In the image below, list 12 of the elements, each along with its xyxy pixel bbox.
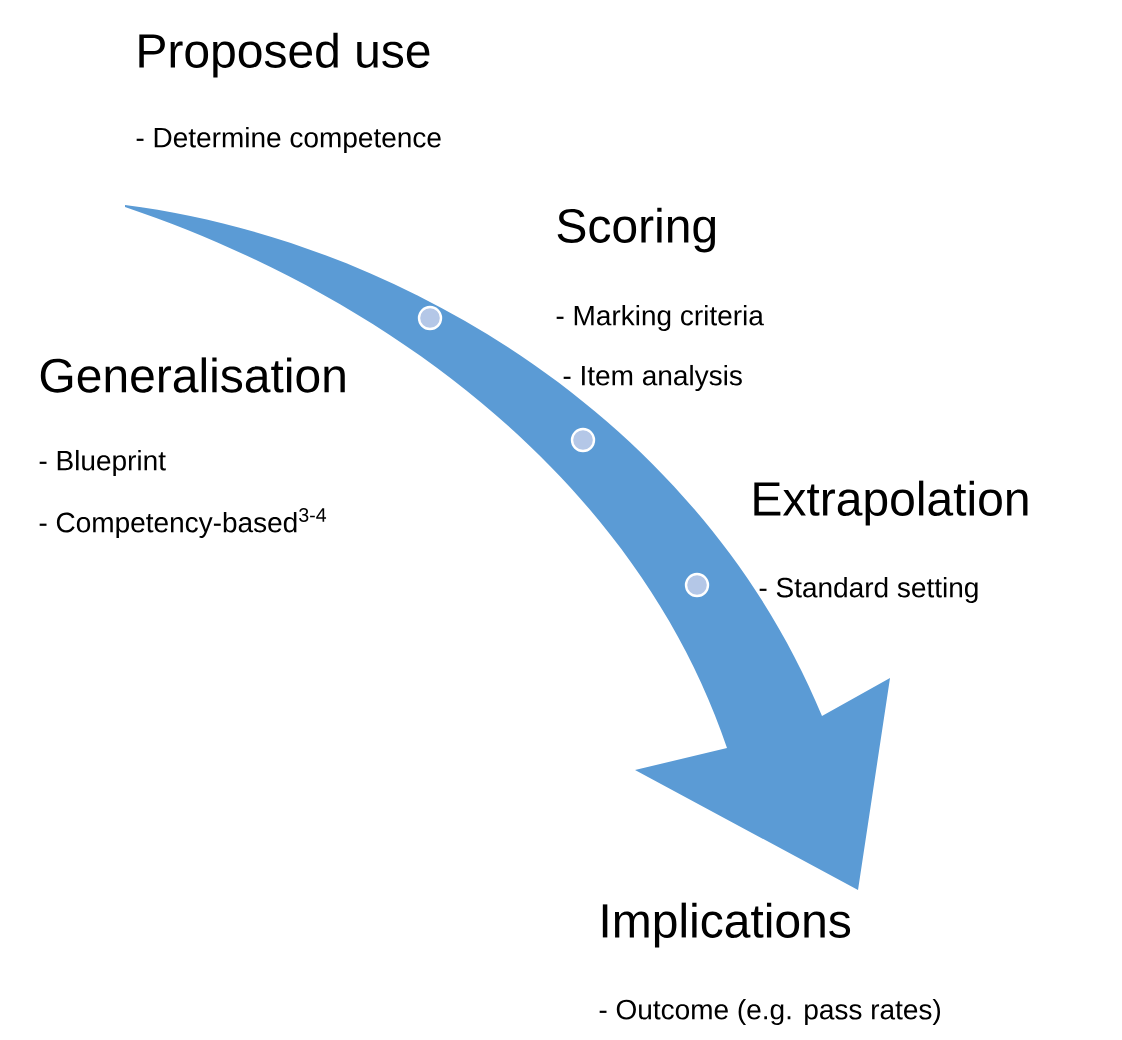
stage-heading: Scoring (557, 207, 716, 253)
bullet-text: - Determine competence (136, 126, 441, 154)
circle-marker (570, 427, 596, 453)
circle-marker (684, 572, 710, 598)
bullet-text: - Marking criteria (556, 304, 764, 332)
bullet-text: - Blueprint (39, 449, 166, 477)
bullet-text: - Outcome (e.g. pass rates) (599, 998, 940, 1026)
stage-heading: Proposed use (139, 32, 430, 78)
circle-marker (417, 305, 443, 331)
stage-heading: Implications (602, 902, 851, 948)
bullet-text: - Competency-based$^{3-4}$ (39, 508, 327, 538)
bullet-text: - Standard setting (759, 576, 978, 604)
